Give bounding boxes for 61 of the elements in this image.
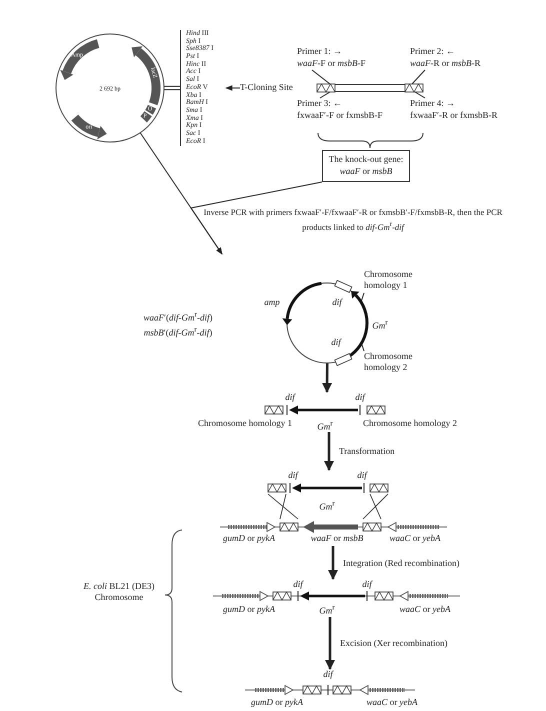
primer-name: fxwaaF′-F or fxmsbB-F bbox=[297, 110, 384, 122]
leader-line bbox=[360, 292, 364, 302]
gene-label: amp bbox=[264, 298, 280, 308]
crossover-line bbox=[362, 494, 388, 520]
region-label: Chromosome homology 1 bbox=[364, 269, 414, 292]
primer-label: Primer 1: → bbox=[297, 46, 343, 58]
gene-label: Gm$^{r}$ bbox=[372, 318, 388, 332]
arrow bbox=[322, 363, 332, 393]
leader-line bbox=[414, 92, 426, 98]
leader-line bbox=[360, 342, 364, 352]
site-label: dif bbox=[323, 670, 333, 680]
leader-line bbox=[320, 92, 330, 98]
gene-label: waaC or yebA bbox=[390, 534, 440, 544]
gene-label: Gm$^{r}$ bbox=[319, 604, 335, 616]
gene-label: waaC or yebA bbox=[400, 605, 450, 615]
crossover-line bbox=[280, 494, 286, 520]
site-label: dif bbox=[285, 393, 295, 403]
arrow bbox=[225, 85, 240, 91]
site-label: dif bbox=[331, 338, 341, 348]
region-label: Chromosome homology 1 bbox=[198, 419, 292, 429]
site-label: dif bbox=[332, 298, 342, 308]
connector-line bbox=[164, 86, 180, 90]
site-label: dif bbox=[288, 471, 298, 481]
step-note: Inverse PCR with primers fxwaaF′-F/fxwaaF′-R or fxmsbB′-F/fxmsbB-R, then the PCR products linked to dif-Gm$^{r}$-dif bbox=[203, 206, 503, 234]
site-label: dif bbox=[355, 393, 365, 403]
chromosome-label: E. coli BL21 (DE3) Chromosome bbox=[82, 581, 156, 604]
primer-name: waaF-F or msbB-F bbox=[297, 58, 367, 70]
gene-label: gumD or pykA bbox=[251, 698, 303, 708]
leader-line bbox=[312, 70, 330, 84]
primer-name: fxwaaF′-R or fxmsbB-R bbox=[410, 110, 498, 122]
edge-label: Integration (Red recombination) bbox=[342, 558, 460, 568]
primer-label: Primer 3: ← bbox=[297, 98, 343, 110]
arrow bbox=[325, 617, 335, 670]
primer-label: Primer 4: → bbox=[410, 98, 456, 110]
site-label: dif bbox=[362, 580, 372, 590]
gene-name: waaF or msbB bbox=[340, 166, 392, 178]
arrow bbox=[328, 546, 338, 580]
arrow bbox=[190, 182, 322, 255]
site-label: T-Cloning Site bbox=[240, 82, 294, 94]
gene-label: Gm$^{r}$ bbox=[317, 420, 333, 432]
box-title: The knock-out gene: bbox=[328, 154, 404, 166]
gene-label: waaF or msbB bbox=[310, 534, 364, 544]
construct-label: msbB′(dif-Gm$^{r}$-dif) bbox=[144, 326, 212, 338]
crossover-line bbox=[268, 494, 298, 520]
primer-label: Primer 2: ← bbox=[410, 46, 456, 58]
gene-label: gumD or pykA bbox=[223, 534, 275, 544]
edge-label: Transformation bbox=[338, 446, 396, 456]
region-label: Chromosome homology 2 bbox=[364, 351, 414, 374]
crossover-line bbox=[370, 494, 382, 520]
gene-box bbox=[322, 150, 410, 182]
edge-label: Excision (Xer recombination) bbox=[339, 638, 448, 648]
site-label: dif bbox=[293, 580, 303, 590]
gene-label: waaC or yebA bbox=[366, 698, 418, 708]
site-label: dif bbox=[357, 471, 367, 481]
arrow bbox=[324, 432, 334, 471]
construct-label: waaF′(dif-Gm$^{r}$-dif) bbox=[144, 310, 212, 324]
leader-line bbox=[412, 70, 426, 84]
gene-label: Gm$^{r}$ bbox=[319, 500, 335, 512]
region-label: Chromosome homology 2 bbox=[363, 419, 457, 429]
primer-name: waaF-R or msbB-R bbox=[410, 58, 482, 70]
gene-label: gumD or pykA bbox=[223, 605, 275, 615]
